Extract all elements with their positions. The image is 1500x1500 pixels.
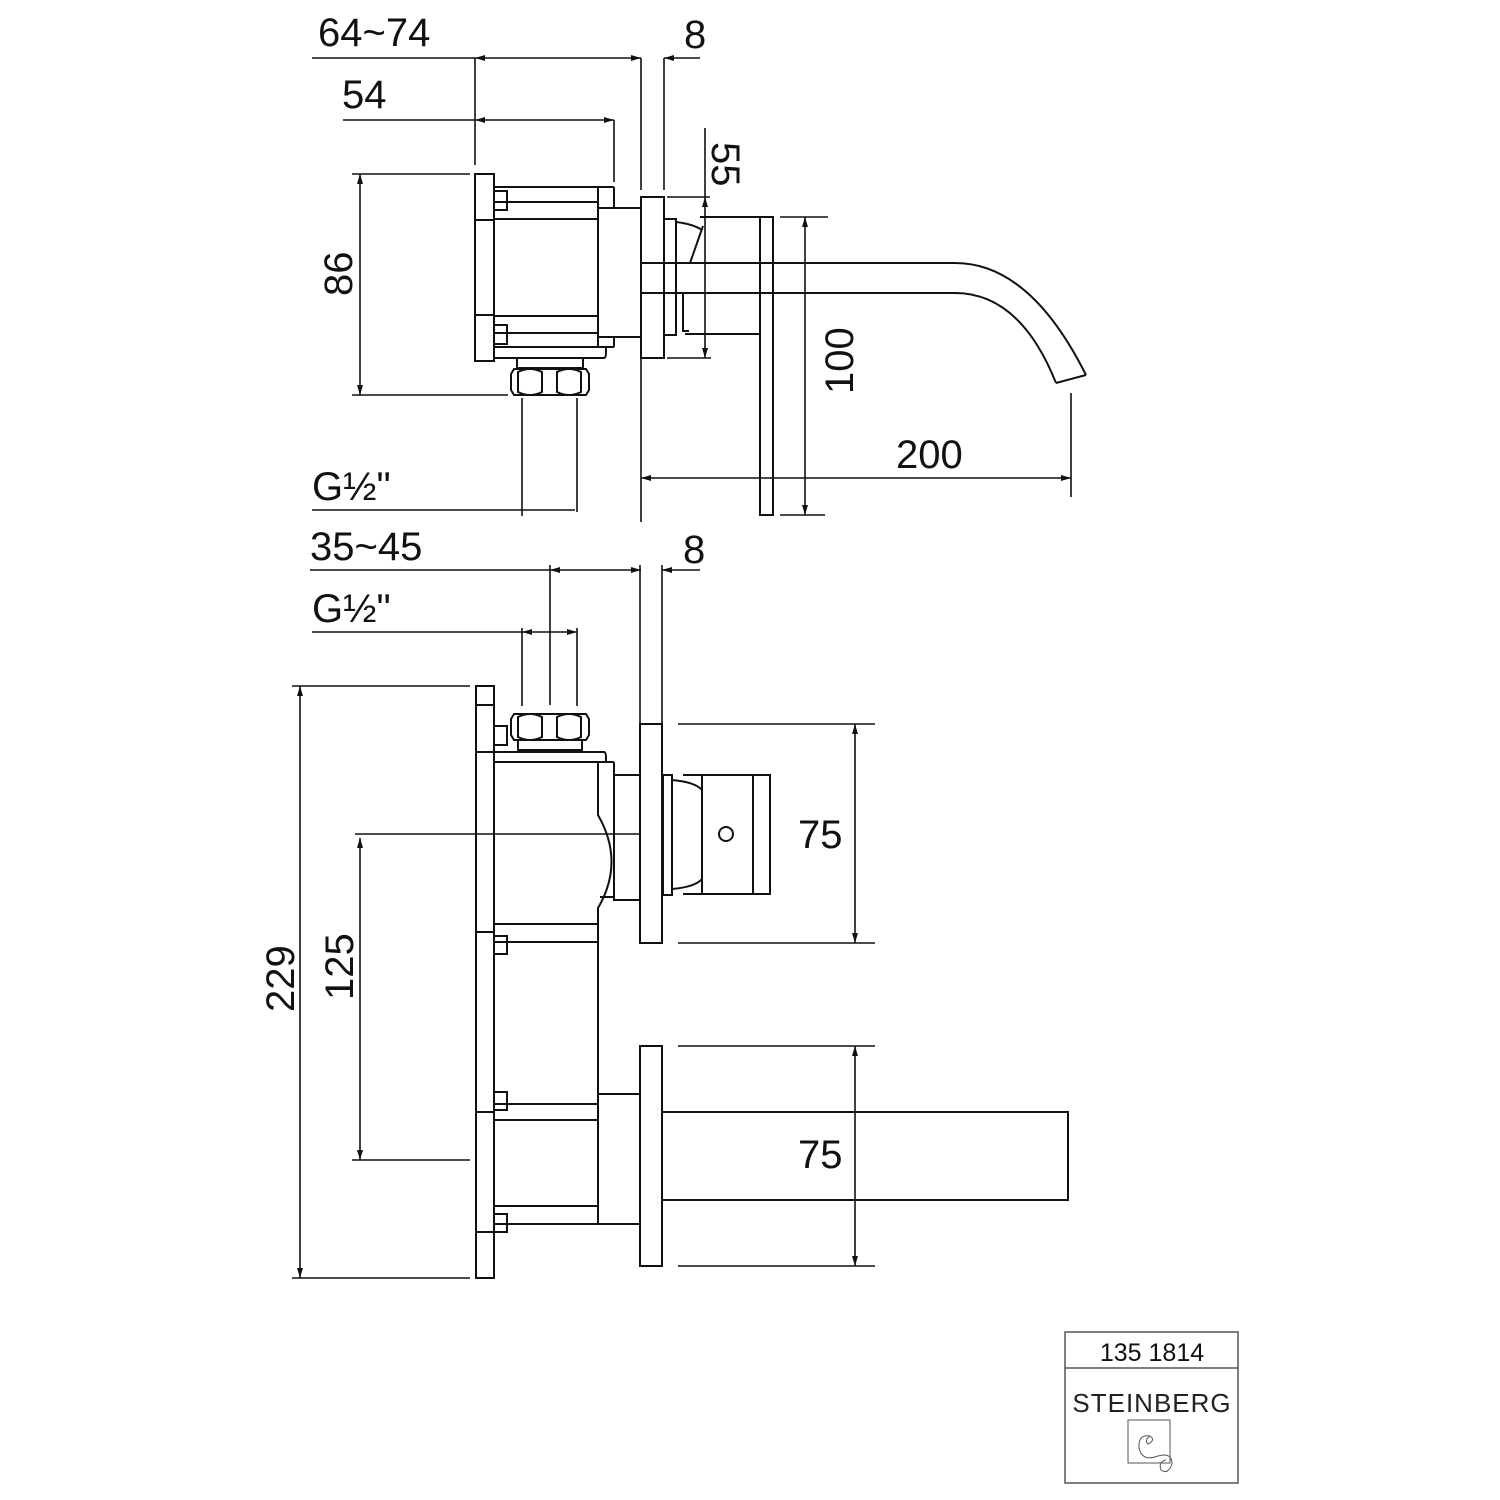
side-view: 64~74 8 54 86 55 100 200 G½": [312, 11, 1087, 522]
dim-thread: G½": [312, 587, 391, 631]
brand-logo-icon: [1127, 1419, 1173, 1472]
spout: [661, 1111, 1069, 1201]
brand-name: STEINBERG: [1072, 1388, 1231, 1418]
dim-rosette: 55: [703, 142, 747, 187]
valve-body: [493, 186, 642, 359]
spout: [641, 216, 1087, 516]
mounting-plate: [474, 173, 495, 362]
dim-center-distance: 125: [318, 933, 362, 1000]
valve-body: [355, 725, 641, 1233]
mounting-plate: [475, 685, 495, 1279]
dim-body-height: 86: [317, 252, 361, 297]
connection-nut: [510, 357, 590, 396]
wall-plate: [640, 196, 665, 359]
dim-spout-plate: 75: [798, 1133, 843, 1177]
dim-depth-range: 64~74: [318, 11, 430, 55]
title-block: 135 1814 STEINBERG: [1064, 1331, 1239, 1484]
dim-total-height: 229: [259, 945, 303, 1012]
dim-body-depth: 54: [342, 73, 387, 117]
handle-screw-icon: [718, 826, 734, 842]
dim-plate-thickness: 8: [684, 13, 706, 57]
dim-handle-plate: 75: [798, 813, 843, 857]
handle: [663, 216, 760, 336]
dim-spout-height: 100: [818, 327, 862, 394]
dim-spout-reach: 200: [896, 433, 963, 477]
connection-nut: [510, 713, 590, 751]
article-number: 135 1814: [1100, 1339, 1204, 1367]
handle-wall-plate: [639, 723, 663, 944]
front-view: 35~45 8 G½" 229 125 75 75: [259, 525, 1069, 1279]
dim-thread: G½": [312, 465, 391, 509]
dim-depth-range: 35~45: [310, 525, 422, 569]
handle: [662, 774, 771, 896]
spout-wall-plate: [639, 1045, 663, 1267]
dim-plate-thickness: 8: [683, 528, 705, 572]
